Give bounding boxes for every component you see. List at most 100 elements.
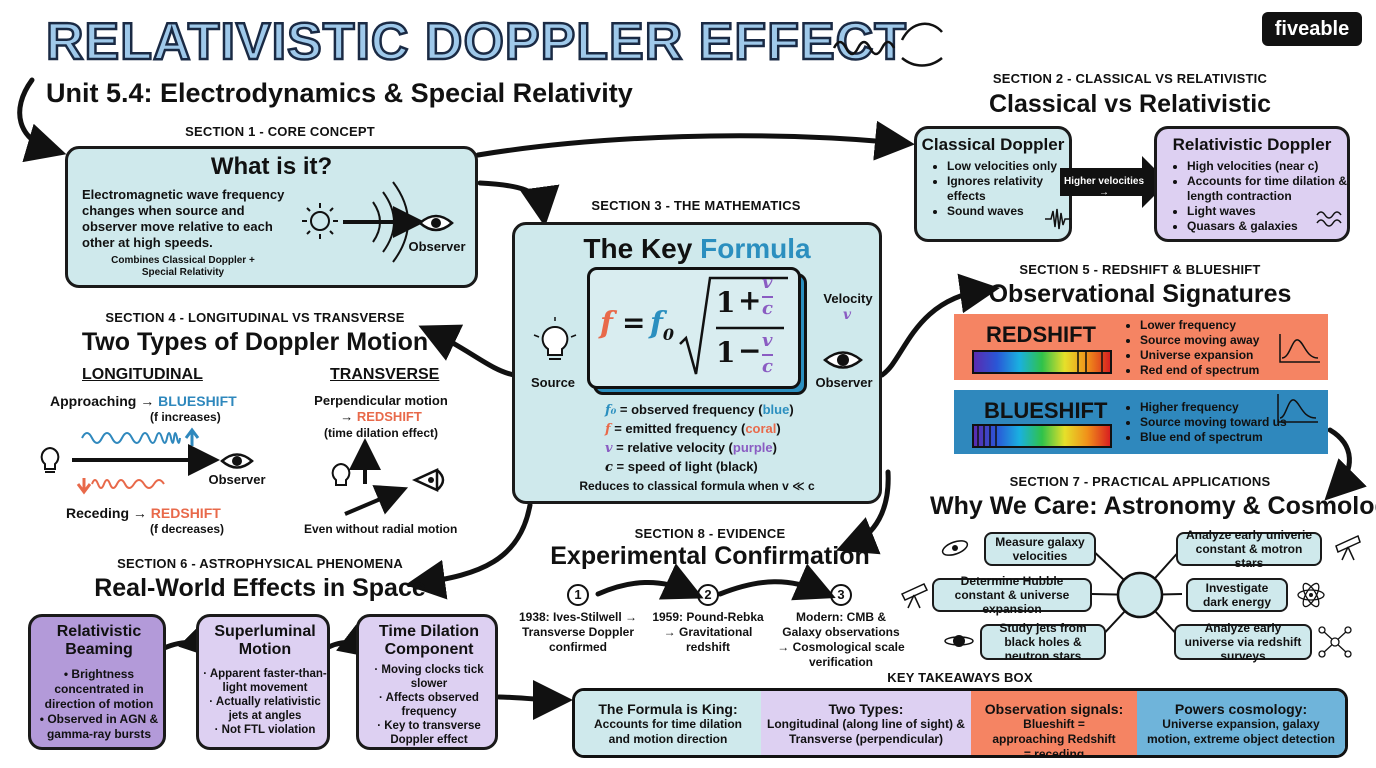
formula-num-v: v [762,272,773,293]
list-item: Lower frequency [1140,318,1300,333]
light-bulb-icon [533,317,577,360]
section2-label: SECTION 2 - CLASSICAL vs RELATIVISTIC [992,71,1268,86]
card-item: · Not FTL violation [214,724,316,736]
takeaways-box: The Formula is King: Accounts for time d… [572,688,1348,758]
light-bulb-sun-icon [302,203,338,239]
card-item: · Apparent faster-than-light movement [203,668,327,694]
takeaway-head: Powers cosmology: [1174,701,1308,717]
formula-den-one: 1 [716,336,736,369]
perp-motion-label: Perpendicular motion → REDSHIFT (time di… [296,393,466,441]
app-early-constant: Analyze early univerie constant & motron… [1176,528,1322,570]
list-item: Higher frequency [1140,400,1316,415]
superluminal-card: Superluminal Motion · Apparent faster-th… [196,614,330,750]
takeaway-body: Universe expansion, galaxy motion, extre… [1146,717,1336,746]
even-without-label: Even without radial motion [304,522,458,536]
formula-eq: = [622,306,646,339]
takeaway-body: Accounts for time dilation and motion di… [593,717,742,746]
legend-row: f = emitted frequency (coral) [605,420,865,439]
list-item: Low velocities only [947,159,1077,174]
formula-den-v: v [762,330,773,351]
classical-title: Classical Doppler [921,135,1065,154]
section6-heading: Real-World Effects in Space [94,574,426,602]
takeaway-body: Longitudinal (along line of sight) & Tra… [767,717,965,746]
redshift-spectrum [972,350,1112,374]
longitudinal-observer-label: Observer [208,472,266,487]
transverse-title: TRANSVERSE [330,366,440,383]
formula-footer: Reduces to classical formula when v ≪ c [579,479,815,493]
list-item: Sound waves [947,204,1077,219]
card-item-text: Brightness concentrated in direction of … [44,667,154,711]
formula-num-c: c [762,296,773,319]
card-item-text: Apparent faster-than-light movement [209,668,327,694]
higher-velocities-arrow [1060,156,1168,208]
card-item: • Observed in AGN & gamma-ray bursts [39,712,159,741]
card-body: · Moving clocks tick slower · Affects ob… [363,663,495,747]
legend-sym: f [605,422,611,437]
app-measure-galaxy: Measure galaxy velocities [984,532,1096,566]
eye-icon [418,214,454,232]
blueshift-lines [977,426,997,446]
list-item: Accounts for time dilation & length cont… [1187,174,1359,204]
perp-arrow: → [340,409,354,424]
legend-text: = speed of light (black) [612,459,758,474]
app-study-jets: Study jets from black holes & neutron st… [980,621,1106,663]
formula-f0: f0 [650,306,674,344]
legend-word: blue [762,402,790,417]
legend-end: ) [776,421,781,436]
section2-heading: Classical vs Relativistic [988,90,1272,118]
blueshift-text: BLUESHIFT [158,393,237,409]
list-item: High velocities (near c) [1187,159,1359,174]
red-wave [76,478,165,495]
telescope-icon [900,583,929,609]
takeaways-label: KEY TAKEAWAYS BOX [887,670,1033,685]
blueshift-list: Higher frequency Source moving toward us… [1128,400,1316,445]
legend-row: f₀ = observed frequency (blue) [605,401,865,420]
step-number: 2 [697,584,719,606]
list-item: Source moving away [1140,333,1300,348]
f-decreases-label: (f decreases) [150,522,225,536]
app-redshift-surveys: Analyze early universe via redshift surv… [1174,621,1312,663]
takeaway-head: The Formula is King: [598,701,738,717]
legend-sym: f₀ [605,403,617,418]
relativistic-doppler-panel: Relativistic Doppler High velocities (ne… [1154,126,1350,242]
light-bulb-icon [40,446,60,473]
card-title: Relativistic Beaming [56,623,142,658]
sqrt-sign [679,276,788,375]
brand-logo[interactable]: fiveable [1262,12,1362,46]
evidence-step-1: 1 1938: Ives-Stilwell → Transverse Doppl… [516,584,640,655]
evidence-step-3: 3 Modern: CMB & Galaxy observations → Co… [776,584,906,670]
legend-word: purple [732,440,773,455]
legend-row: c = speed of light (black) [605,458,865,477]
telescope-icon [1335,534,1361,561]
list-item: Quasars & galaxies [1187,219,1359,234]
velocity-symbol: v [843,307,852,323]
section5-label: SECTION 5 - REDSHIFT & BLUESHIFT [1019,262,1261,277]
time-dilation-card: Time Dilation Component · Moving clocks … [356,614,498,750]
eye-icon [823,351,863,369]
trans-red-text: REDSHIFT [356,409,422,424]
card-item-text: Moving clocks tick slower [381,664,484,690]
section1-observer-label: Observer [408,239,466,254]
sound-wave-icon [1045,208,1071,230]
section1-panel: What is it? Electromagnetic wave frequen… [65,146,478,288]
galaxy-icon [941,540,969,556]
redshift-text: REDSHIFT [150,505,221,521]
network-icon [1318,626,1352,658]
section1-note: Combines Classical Doppler + Special Rel… [111,255,255,278]
section1-body: Electromagnetic wave frequency changes w… [82,187,285,250]
trans-red-line: → REDSHIFT [296,409,466,425]
formula-plus: + [738,284,762,317]
section1-label: SECTION 1 - CORE CONCEPT [185,124,375,139]
list-item: Ignores relativity effects [947,174,1077,204]
formula-box: f = f0 1 + v c 1 − v c [587,267,801,389]
formula-minus: − [738,334,762,367]
receding-label: Receding → REDSHIFT [66,505,221,521]
formula-f0-sub: 0 [662,325,675,344]
legend-text: = emitted frequency ( [610,421,746,436]
takeaway-cell: Observation signals: Blueshift = approac… [971,691,1137,755]
card-body: • Brightness concentrated in direction o… [37,667,161,742]
f-increases-label: (f increases) [150,410,221,424]
section5-heading: Observational Signatures [988,280,1292,308]
transverse-diagram [331,438,445,516]
velocity-label: Velocity [823,291,873,306]
